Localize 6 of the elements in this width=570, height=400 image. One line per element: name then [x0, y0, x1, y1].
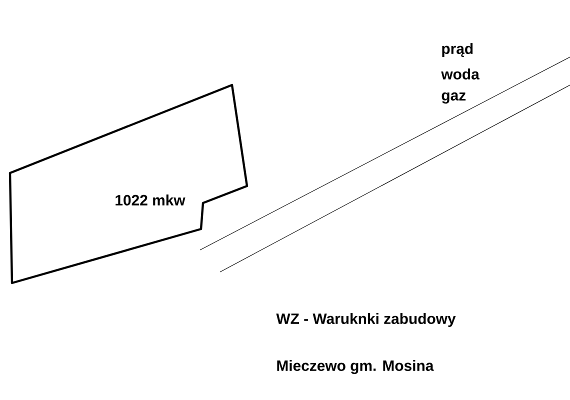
utility-label: prąd	[442, 43, 473, 57]
utility-label: gaz	[442, 92, 466, 104]
utility-label: woda	[441, 68, 480, 80]
plot-outline: 1022 mkw	[8, 84, 248, 284]
note-text: WZ - Waruknki zabudowy	[276, 313, 456, 327]
note-text: Mieczewo gm. Mosina	[277, 360, 434, 374]
